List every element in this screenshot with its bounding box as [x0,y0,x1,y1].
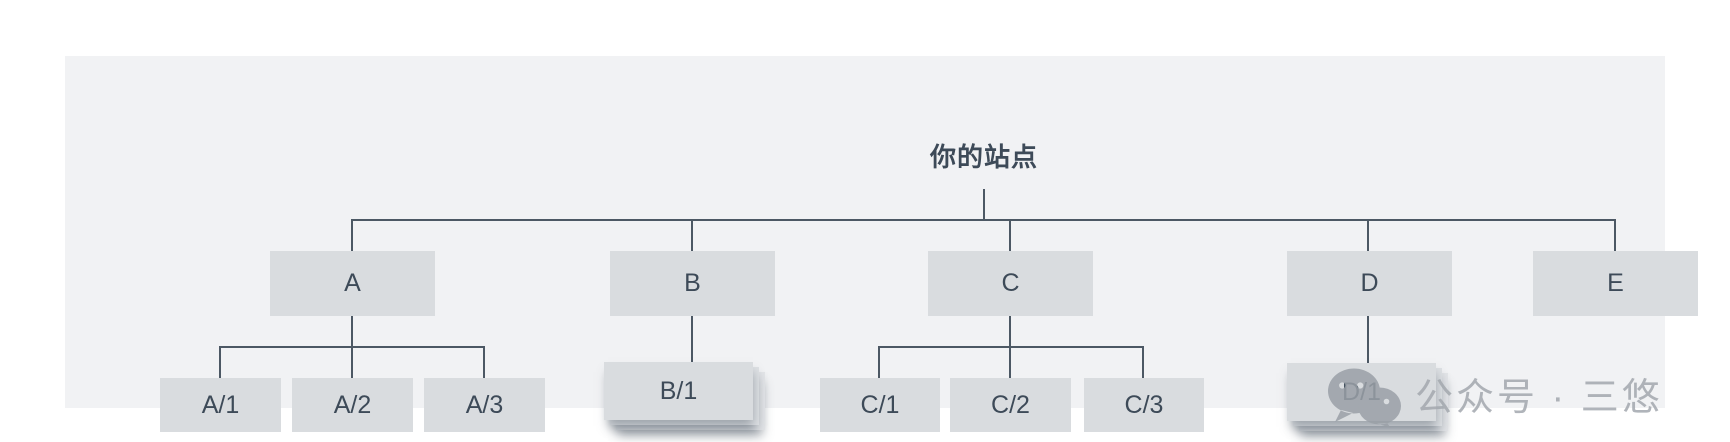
connector-line [483,346,485,379]
connector-line [351,346,353,379]
node-D1-stacked: D/1 [1287,363,1448,431]
connector-line [1009,219,1011,253]
node-E: E [1533,251,1698,316]
connector-line [691,316,693,363]
node-C3: C/3 [1084,378,1204,432]
connector-line [351,316,353,347]
connector-line [878,346,880,379]
connector-line [219,346,221,379]
connector-line [351,219,353,253]
node-B: B [610,251,775,316]
connector-line [1614,219,1616,253]
node-C: C [928,251,1093,316]
node-A2: A/2 [292,378,413,432]
node-A3: A/3 [424,378,545,432]
node-D: D [1287,251,1452,316]
connector-line [1009,346,1011,379]
connector-line [879,346,1144,348]
root-node-label: 你的站点 [929,142,1038,172]
connector-line [1367,219,1369,253]
connector-line [351,219,1616,221]
connector-line [1142,346,1144,379]
node-C2: C/2 [950,378,1071,432]
node-C1: C/1 [820,378,940,432]
connector-line [1367,316,1369,364]
watermark-text: 公众号 · 三悠 [1415,377,1663,419]
connector-line [1009,316,1011,347]
node-A1: A/1 [160,378,281,432]
node-A: A [270,251,435,316]
diagram-panel: 你的站点 A B C D E A/1 A/2 A/3 C/1 C/2 C/3 [65,56,1698,432]
node-B1: B/1 [604,362,753,420]
node-B1-stacked: B/1 [604,362,765,430]
node-D1: D/1 [1287,363,1436,421]
connector-line [983,189,985,221]
connector-line [691,219,693,253]
